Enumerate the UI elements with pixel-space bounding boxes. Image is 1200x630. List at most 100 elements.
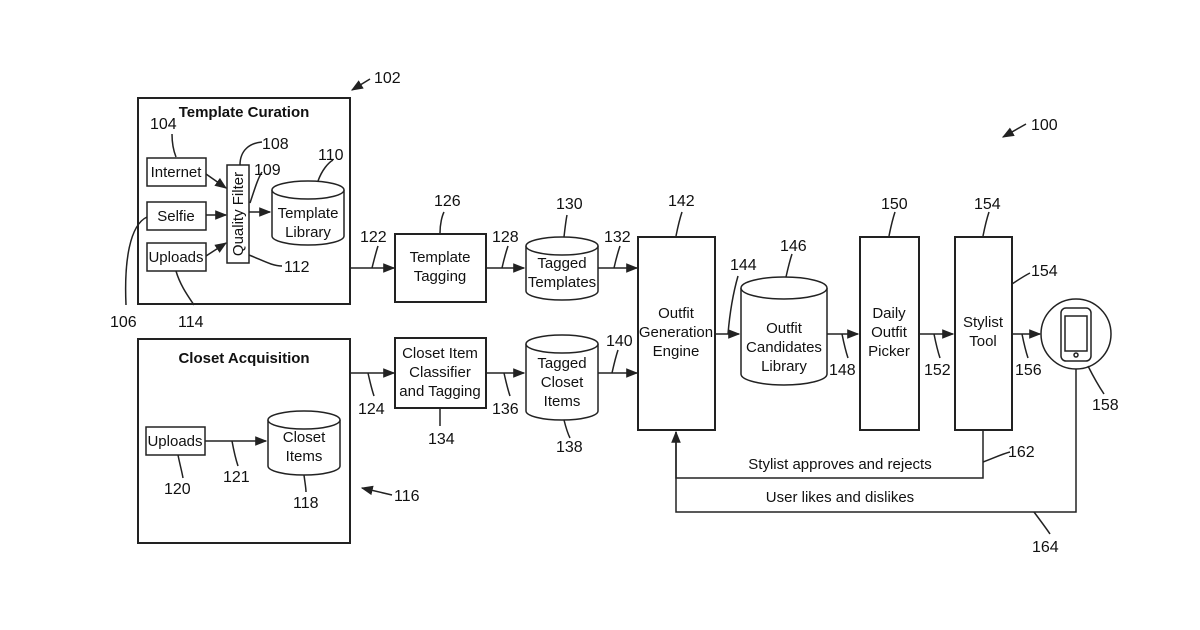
outfit-engine-line2: Generation: [639, 324, 713, 341]
ref-158: 158: [1092, 397, 1119, 414]
ref-114: 114: [178, 314, 204, 331]
ref-128: 128: [492, 229, 519, 246]
tagged-templates-line1: Tagged: [537, 255, 586, 272]
closet-classifier-line2: Classifier: [409, 364, 471, 381]
tagged-closet-line1: Tagged: [537, 355, 586, 372]
closet-uploads-label: Uploads: [147, 433, 202, 450]
ref-130: 130: [556, 196, 583, 213]
ref-136-leader: [504, 373, 510, 396]
ref-102-arrow: [352, 79, 370, 90]
ref-154-side: 154: [1031, 263, 1058, 280]
outfit-candidates-line2: Candidates: [746, 339, 822, 356]
tagged-closet-line3: Items: [544, 393, 581, 410]
ref-162-leader: [983, 452, 1010, 462]
stylist-tool-box: Stylist Tool: [955, 237, 1012, 430]
ref-152: 152: [924, 362, 951, 379]
ref-148-leader: [842, 334, 848, 358]
ref-142-leader: [676, 212, 682, 236]
ref-132: 132: [604, 229, 631, 246]
ref-100-arrow: [1003, 124, 1026, 137]
ref-122: 122: [360, 229, 387, 246]
internet-label: Internet: [151, 164, 203, 181]
ref-158-leader: [1088, 366, 1104, 394]
template-library-line2: Library: [285, 224, 331, 241]
closet-acquisition-title: Closet Acquisition: [178, 350, 309, 367]
user-feedback-label: User likes and dislikes: [766, 489, 914, 506]
stylist-tool-line1: Stylist: [963, 314, 1004, 331]
phone-icon: [1041, 299, 1111, 369]
outfit-candidates-cylinder: Outfit Candidates Library: [741, 277, 827, 385]
uploads-label: Uploads: [148, 249, 203, 266]
ref-132-leader: [614, 246, 620, 268]
ref-118: 118: [293, 495, 319, 512]
ref-142: 142: [668, 193, 695, 210]
ref-138: 138: [556, 439, 583, 456]
template-curation-title: Template Curation: [179, 104, 310, 121]
closet-items-line2: Items: [286, 448, 323, 465]
stylist-tool-line2: Tool: [969, 333, 997, 350]
template-tagging-box: Template Tagging: [395, 234, 486, 302]
ref-146: 146: [780, 238, 807, 255]
selfie-label: Selfie: [157, 208, 195, 225]
ref-126-leader: [440, 212, 444, 233]
ref-116-arrow: [362, 488, 392, 495]
ref-138-leader: [564, 420, 570, 438]
internet-box: Internet: [147, 158, 206, 186]
ref-124: 124: [358, 401, 385, 418]
ref-162: 162: [1008, 444, 1035, 461]
ref-130-leader: [564, 215, 567, 237]
ref-106: 106: [110, 314, 137, 331]
ref-152-leader: [934, 334, 940, 358]
outfit-engine-line1: Outfit: [658, 305, 695, 322]
ref-148: 148: [829, 362, 856, 379]
closet-acquisition-group: Closet Acquisition Uploads Closet Items …: [138, 339, 350, 543]
ref-112: 112: [284, 259, 310, 276]
template-tagging-line2: Tagging: [414, 268, 467, 285]
tagged-templates-line2: Templates: [528, 274, 596, 291]
ref-134: 134: [428, 431, 455, 448]
ref-154-top-leader: [983, 212, 989, 236]
ref-100: 100: [1031, 117, 1058, 134]
ref-124-leader: [368, 373, 374, 396]
ref-102: 102: [374, 70, 401, 87]
ref-154-top: 154: [974, 196, 1001, 213]
daily-picker-box: Daily Outfit Picker: [860, 237, 919, 430]
ref-126: 126: [434, 193, 461, 210]
ref-150: 150: [881, 196, 908, 213]
ref-110: 110: [318, 147, 344, 164]
ref-144-leader: [728, 276, 738, 334]
closet-classifier-line1: Closet Item: [402, 345, 478, 362]
ref-108: 108: [262, 136, 289, 153]
ref-116: 116: [394, 488, 420, 505]
quality-filter-box: Quality Filter: [227, 165, 249, 263]
template-library-line1: Template: [278, 205, 339, 222]
ref-128-leader: [502, 246, 508, 268]
stylist-feedback-label: Stylist approves and rejects: [748, 456, 931, 473]
quality-filter-label: Quality Filter: [230, 172, 247, 256]
ref-120: 120: [164, 481, 191, 498]
template-tagging-line1: Template: [410, 249, 471, 266]
template-library-cylinder: Template Library: [272, 181, 344, 245]
ref-150-leader: [889, 212, 895, 236]
outfit-engine-line3: Engine: [653, 343, 700, 360]
daily-picker-line1: Daily: [872, 305, 906, 322]
template-curation-group: Template Curation Internet Selfie Upload…: [110, 98, 350, 331]
outfit-candidates-line1: Outfit: [766, 320, 803, 337]
ref-154-side-leader: [1012, 273, 1030, 284]
ref-121: 121: [223, 469, 250, 486]
ref-156-leader: [1022, 334, 1028, 358]
ref-146-leader: [786, 254, 792, 277]
daily-picker-line3: Picker: [868, 343, 910, 360]
outfit-engine-box: Outfit Generation Engine: [638, 237, 715, 430]
ref-156: 156: [1015, 362, 1042, 379]
closet-uploads-box: Uploads: [146, 427, 205, 455]
ref-164-leader: [1034, 512, 1050, 534]
selfie-box: Selfie: [147, 202, 206, 230]
closet-classifier-line3: and Tagging: [399, 383, 480, 400]
ref-104: 104: [150, 116, 177, 133]
closet-items-cylinder: Closet Items: [268, 411, 340, 475]
tagged-templates-cylinder: Tagged Templates: [526, 237, 598, 300]
closet-items-line1: Closet: [283, 429, 326, 446]
uploads-box: Uploads: [147, 243, 206, 271]
